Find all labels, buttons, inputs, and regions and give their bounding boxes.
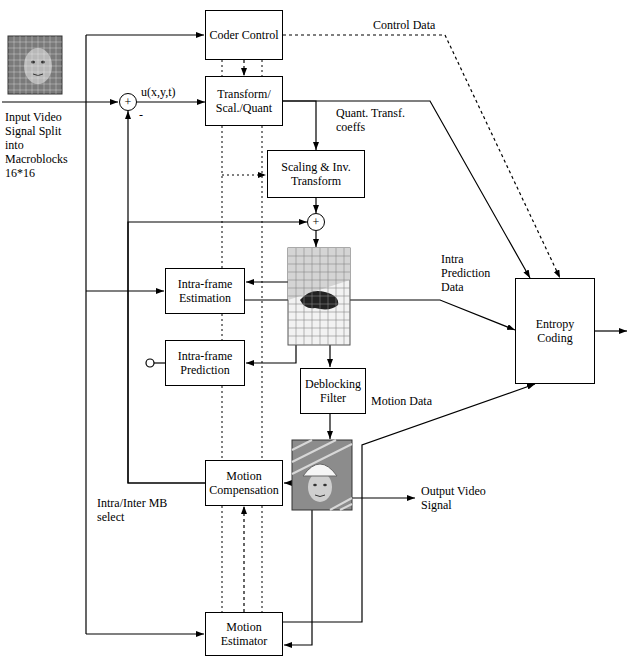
signal-arrow [315, 198, 316, 213]
reconstruction-wire [315, 231, 316, 247]
input-wire [86, 34, 204, 35]
signal-arrow [243, 506, 244, 612]
node-text: Intra-frame Prediction [169, 349, 241, 377]
switch-label: Intra/Inter MB select [96, 496, 182, 524]
signal-arrow [283, 384, 535, 622]
signal-arrow [128, 222, 307, 483]
signal-label: u(x,y,t) [140, 85, 177, 99]
face-picture [315, 495, 325, 497]
face-picture [31, 61, 35, 64]
filter-wire [329, 345, 330, 367]
output-frame-picture [292, 440, 352, 510]
sign-label: - [138, 108, 144, 122]
face-picture [41, 61, 45, 64]
node-text: Entropy Coding [519, 317, 591, 345]
control-line [222, 60, 223, 612]
input-wire [86, 633, 204, 634]
switch-contact [146, 359, 154, 367]
process-box: Intra-frame Prediction [165, 340, 245, 386]
node-text: Coder Control [210, 28, 279, 42]
signal-arrow [283, 101, 316, 150]
signal-label: Output Video Signal [420, 484, 502, 512]
hat-picture [303, 464, 337, 476]
reference-wire [284, 510, 312, 645]
node-text: + [313, 215, 320, 229]
summing-junction: + [307, 213, 325, 231]
reference-wire [246, 345, 296, 363]
signal-label: Motion Data [370, 394, 433, 408]
node-text: + [125, 95, 132, 109]
signal-label: Control Data [372, 18, 436, 32]
switch-wire [154, 362, 165, 363]
reference-wire [284, 482, 292, 483]
signal-label: Intra Prediction Data [440, 252, 504, 294]
summing-junction: + [119, 93, 137, 111]
output-frame-picture [292, 440, 352, 510]
control-line [262, 60, 263, 612]
filter-wire [329, 414, 330, 439]
reference-wire [246, 281, 288, 282]
signal-arrow [243, 60, 244, 76]
process-box: Entropy Coding [515, 278, 595, 384]
input-wire [86, 290, 164, 291]
node-text: Intra-frame Estimation [169, 277, 241, 305]
face-picture [313, 484, 317, 487]
signal-label: Quant. Transf. coeffs [335, 106, 425, 134]
process-box: Scaling & Inv. Transform [267, 150, 365, 198]
input-wire [2, 101, 118, 102]
node-text: Scaling & Inv. Transform [271, 160, 361, 188]
macroblock-grid [288, 248, 350, 345]
signal-arrow [245, 300, 515, 330]
signal-arrow [137, 101, 205, 102]
process-box: Intra-frame Estimation [165, 268, 245, 314]
process-box: Motion Estimator [205, 612, 283, 656]
process-box: Transform/ Scal./Quant [205, 76, 283, 126]
reconstructed-frame-picture [288, 248, 350, 345]
process-box: Deblocking Filter [300, 368, 366, 414]
control-line [222, 175, 266, 176]
reconstructed-frame-picture [300, 291, 338, 309]
input-frame-picture [8, 36, 62, 94]
face-picture [323, 484, 327, 487]
node-text: Motion Compensation [209, 469, 279, 497]
bitstream-wire [595, 330, 627, 331]
macroblock-grid [8, 36, 62, 94]
input-wire [85, 35, 86, 634]
process-box: Motion Compensation [205, 460, 283, 506]
node-text: Transform/ Scal./Quant [209, 87, 279, 115]
signal-label: Input Video Signal Split into Macroblock… [4, 110, 82, 180]
node-text: Motion Estimator [209, 620, 279, 648]
node-text: Deblocking Filter [304, 377, 362, 405]
process-box: Coder Control [205, 10, 283, 60]
